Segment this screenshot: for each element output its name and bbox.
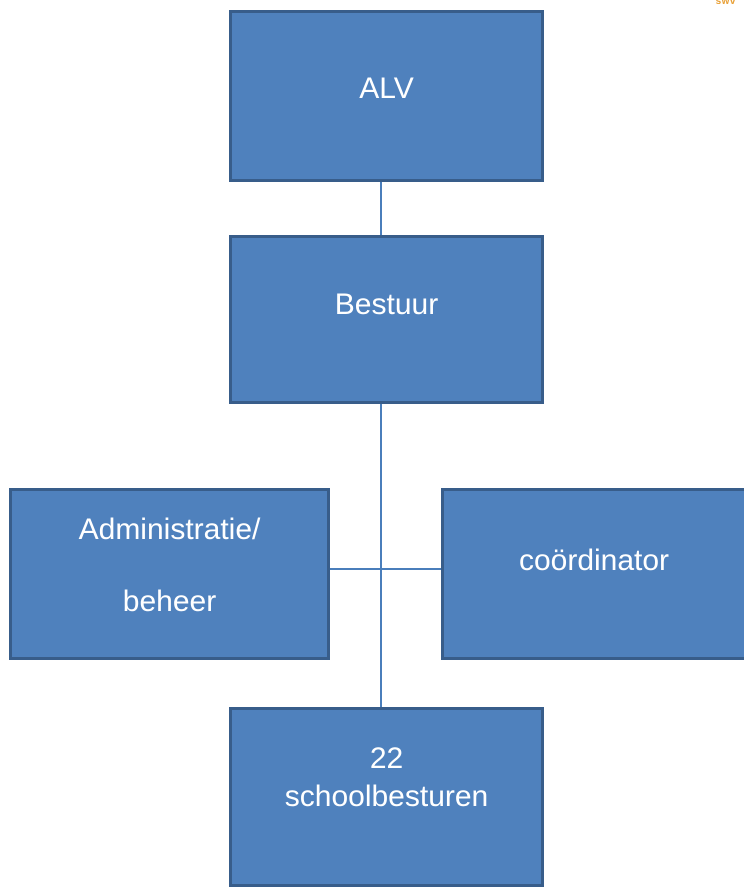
- node-administratie-label-line2: beheer: [122, 585, 217, 618]
- connector-bestuur-schoolbesturen: [380, 402, 382, 710]
- node-schoolbesturen[interactable]: 22 schoolbesturen: [229, 707, 544, 887]
- connector-horizontal-staff: [328, 568, 444, 570]
- node-alv[interactable]: ALV: [229, 10, 544, 182]
- node-bestuur[interactable]: Bestuur: [229, 235, 544, 404]
- swv-logo: swv: [715, 0, 736, 7]
- connector-alv-bestuur: [380, 181, 382, 237]
- node-alv-label: ALV: [359, 72, 414, 105]
- node-schoolbesturen-label-line2: schoolbesturen: [284, 780, 489, 813]
- node-coordinator-label: coördinator: [518, 544, 670, 577]
- node-bestuur-label: Bestuur: [334, 288, 439, 321]
- node-schoolbesturen-label-line1: 22: [369, 742, 404, 775]
- node-coordinator[interactable]: coördinator: [441, 488, 744, 660]
- node-administratie-beheer[interactable]: Administratie/ beheer: [9, 488, 330, 660]
- node-administratie-label-line1: Administratie/: [78, 513, 261, 546]
